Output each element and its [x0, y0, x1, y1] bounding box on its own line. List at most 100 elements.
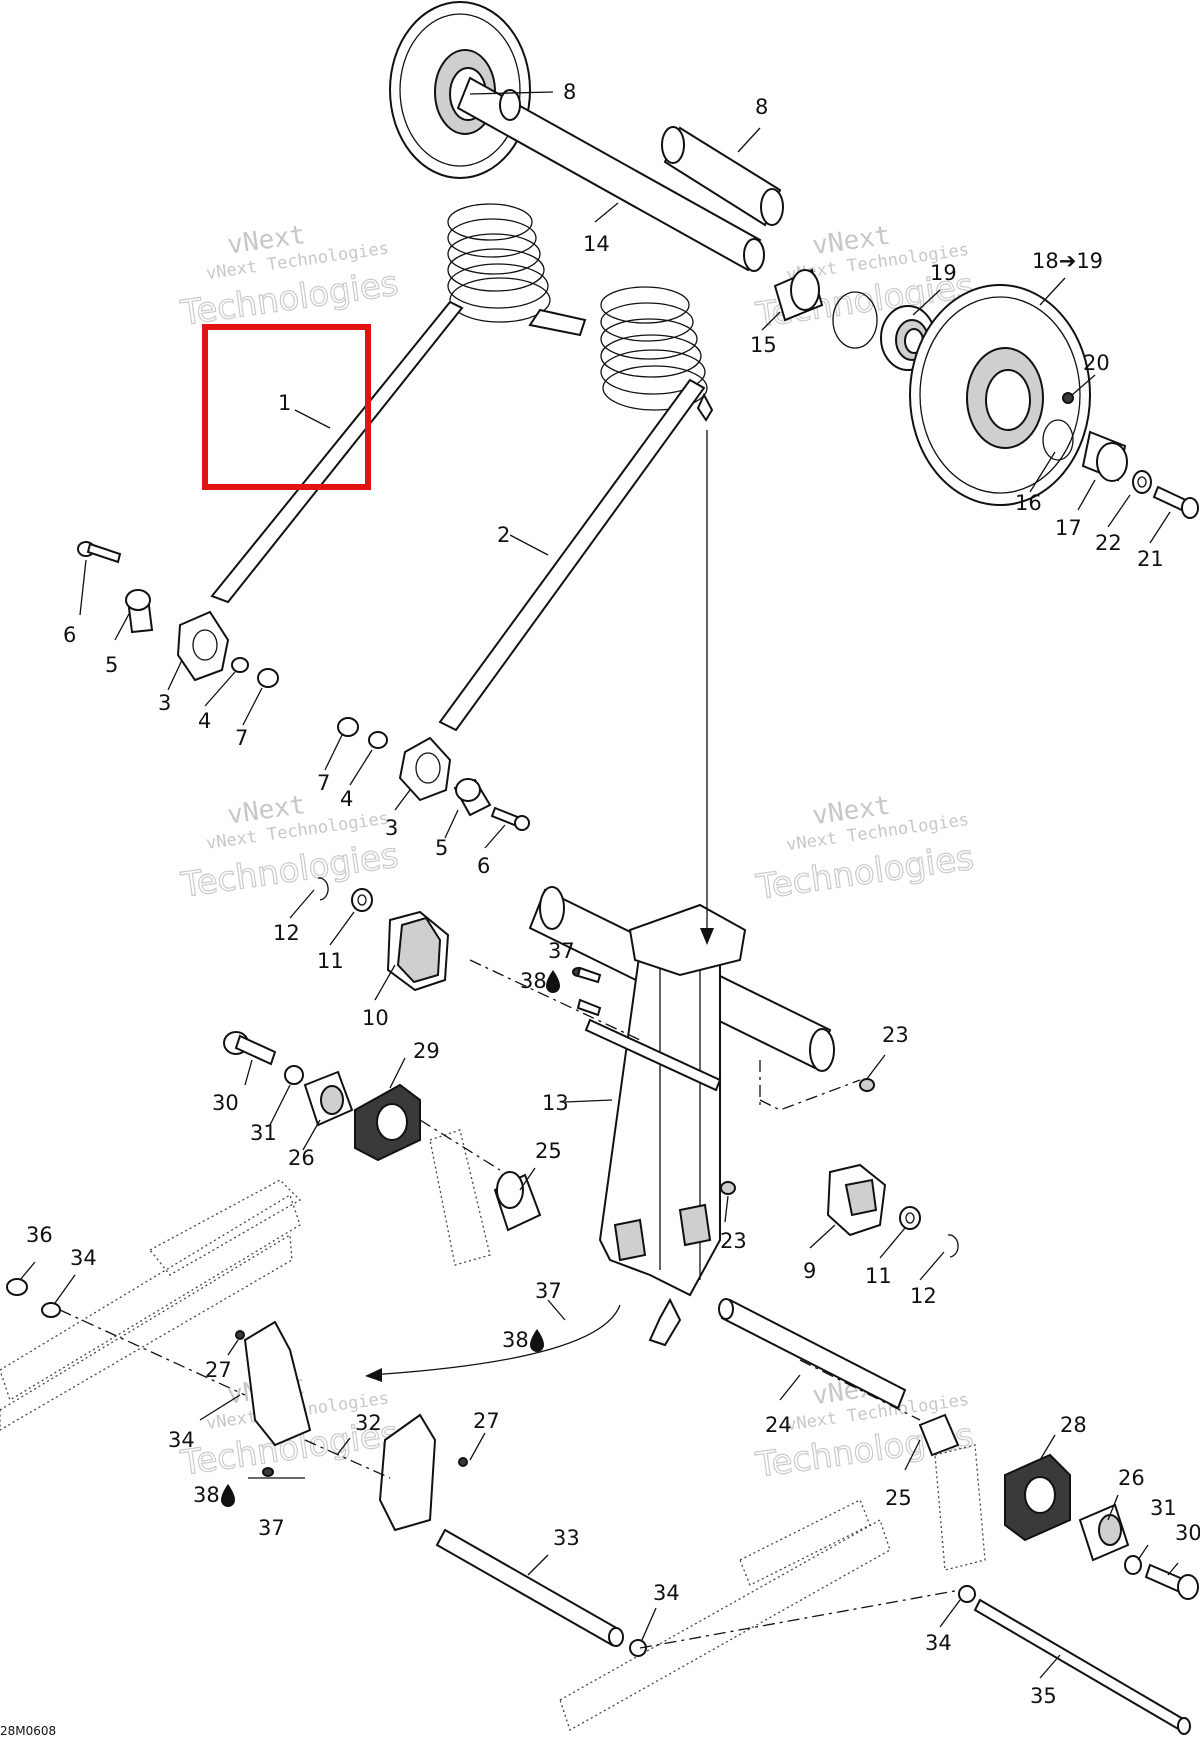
- callout-17: 17: [1055, 516, 1082, 540]
- callout-34-left: 34: [70, 1246, 97, 1270]
- nut-7-left: [257, 668, 279, 688]
- arrow-spring-to-arm: [700, 430, 714, 945]
- callout-33: 33: [553, 1526, 580, 1550]
- bushing-5-left: [125, 589, 154, 634]
- callout-13: 13: [542, 1091, 569, 1115]
- callout-37-mid: 37: [535, 1279, 562, 1303]
- callout-29: 29: [413, 1039, 440, 1063]
- callout-38-top: 38: [520, 969, 547, 993]
- rail-left-upper: [0, 1179, 302, 1431]
- retaining-ring-16: [1042, 419, 1074, 461]
- callout-34-mid-left: 34: [168, 1428, 195, 1452]
- bushing-17: [1081, 430, 1128, 482]
- callout-16: 16: [1015, 491, 1042, 515]
- callout-34-bottom-right: 34: [925, 1631, 952, 1655]
- rail-right-lower: [559, 1499, 891, 1731]
- callout-15: 15: [750, 333, 777, 357]
- washer-34-mid: [629, 1639, 647, 1657]
- spacer-tube-8: [661, 126, 784, 227]
- callout-38-bottom: 38: [193, 1483, 220, 1507]
- housing-28: [1004, 1453, 1071, 1542]
- bracket-32-right: [378, 1413, 437, 1532]
- oil-drop-icon-bottom: [221, 1484, 235, 1507]
- pin-27-left: [235, 1330, 245, 1340]
- washer-31-left: [284, 1065, 304, 1085]
- stopper-10: [386, 910, 450, 992]
- callout-9: 9: [803, 1259, 816, 1283]
- spring-block-3-left: [176, 610, 230, 682]
- housing-29: [354, 1083, 421, 1162]
- callout-26-left: 26: [288, 1146, 315, 1170]
- callout-6-right: 6: [477, 854, 490, 878]
- callout-5-right: 5: [435, 836, 448, 860]
- callout-6-left: 6: [63, 623, 76, 647]
- oil-drop-icon-mid: [530, 1329, 544, 1352]
- callout-4-left: 4: [198, 709, 211, 733]
- callout-23-top: 23: [882, 1023, 909, 1047]
- callout-36: 36: [26, 1223, 53, 1247]
- washer-22: [1132, 470, 1152, 494]
- callout-27-right: 27: [473, 1409, 500, 1433]
- leader-lines: [19, 91, 1179, 1679]
- callout-22: 22: [1095, 531, 1122, 555]
- set-screw-20: [1062, 392, 1074, 404]
- callout-11-right: 11: [865, 1264, 892, 1288]
- callout-19: 19: [930, 261, 957, 285]
- arm-pin: [584, 1018, 722, 1092]
- callout-23-bottom: 23: [720, 1229, 747, 1253]
- bushing-15: [773, 268, 824, 322]
- nut-36: [6, 1278, 28, 1296]
- callout-35: 35: [1030, 1684, 1057, 1708]
- retaining-ring-top: [832, 291, 878, 349]
- bracket-left-dotted: [429, 1129, 491, 1266]
- callout-12-right: 12: [910, 1284, 937, 1308]
- oil-drop-icon-top: [546, 970, 560, 993]
- assembly-center-lines: [59, 959, 961, 1649]
- callout-32: 32: [355, 1411, 382, 1435]
- callout-20: 20: [1083, 351, 1110, 375]
- bolt-6-right: [490, 806, 530, 831]
- callout-7-right: 7: [317, 771, 330, 795]
- callout-5-left: 5: [105, 653, 118, 677]
- bracket-32: [243, 1320, 312, 1447]
- callout-14: 14: [583, 232, 610, 256]
- bracket-right-dotted: [934, 1444, 986, 1571]
- bushing-5-right: [453, 778, 492, 817]
- spring-right-coils: [600, 286, 708, 411]
- callout-31-right: 31: [1150, 1496, 1177, 1520]
- bolt-30-right: [1144, 1563, 1199, 1600]
- stopper-9: [826, 1163, 887, 1237]
- bushing-25-right: [918, 1413, 960, 1457]
- watermark-mid-left: vNext vNext Technologies Technologies: [178, 790, 402, 906]
- watermark-top-left: vNext vNext Technologies Technologies: [177, 220, 401, 334]
- washer-11-right: [899, 1206, 921, 1230]
- grease-fitting-37-bottom: [262, 1467, 274, 1477]
- watermark-mid-right: vNext vNext Technologies Technologies: [753, 791, 977, 909]
- washer-31-right: [1124, 1555, 1142, 1575]
- washer-11-left: [351, 888, 373, 912]
- callout-3-left: 3: [158, 691, 171, 715]
- grease-fitting-38-top: [576, 998, 602, 1017]
- idler-wheel-18: [909, 284, 1091, 506]
- callout-30-right: 30: [1175, 1521, 1200, 1545]
- highlight-box-part-1[interactable]: [202, 324, 371, 490]
- arm-13: [598, 903, 747, 1347]
- callout-26-right: 26: [1118, 1466, 1145, 1490]
- callout-27-left: 27: [205, 1358, 232, 1382]
- washer-34-left: [41, 1302, 61, 1318]
- callout-30-left: 30: [212, 1091, 239, 1115]
- callout-25-right: 25: [885, 1486, 912, 1510]
- bushing-25-left: [493, 1171, 542, 1232]
- callout-24: 24: [765, 1413, 792, 1437]
- bolt-6-left: [77, 541, 122, 564]
- drawing-code: 28M0608: [0, 1724, 56, 1738]
- arrow-grease-to-frame: [365, 1304, 621, 1382]
- spring-left-coils: [447, 203, 587, 337]
- bushing-26-right: [1078, 1503, 1130, 1562]
- bushing-26-left: [303, 1070, 354, 1127]
- bolt-21: [1152, 485, 1199, 519]
- washer-4-left: [231, 657, 249, 673]
- shaft-33: [435, 1528, 624, 1647]
- callout-numbers: 8 8 14 19 18➔19 15 20 1 16 17 22 21 2 6 …: [26, 80, 1200, 1708]
